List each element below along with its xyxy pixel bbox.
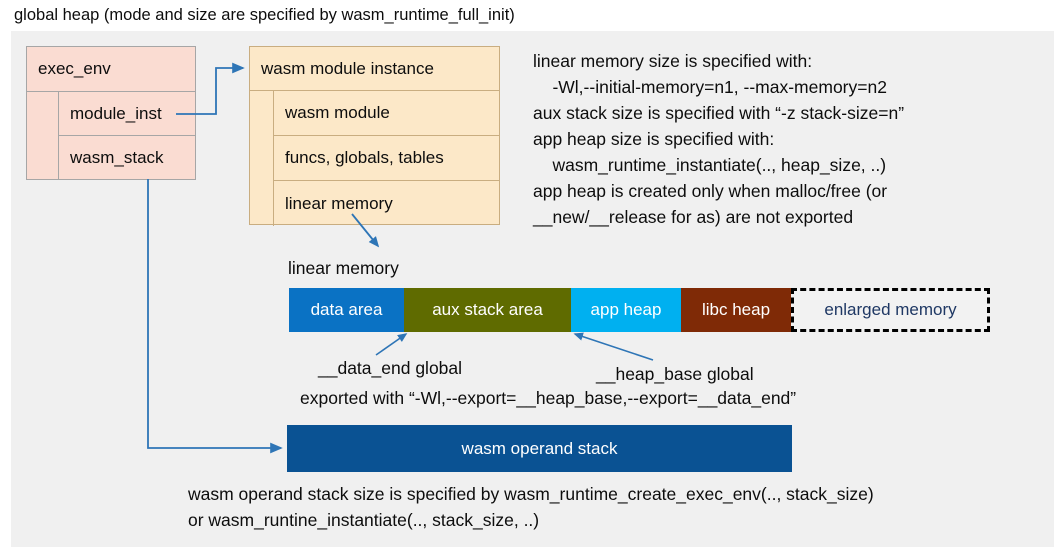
indent-spacer	[250, 136, 274, 181]
module-instance-field-linear-memory: linear memory	[250, 181, 499, 226]
exec-env-header: exec_env	[27, 47, 195, 92]
exec-env-field-module-inst: module_inst	[27, 92, 195, 136]
memory-segment-label: aux stack area	[432, 300, 543, 319]
exec-env-field-wasm-stack: wasm_stack	[27, 136, 195, 180]
memory-segment-libc-heap: libc heap	[681, 288, 791, 332]
memory-segment-label: app heap	[590, 300, 662, 319]
indent-spacer	[27, 92, 59, 136]
annotation-exported-with: exported with “-Wl,--export=__heap_base,…	[300, 388, 797, 408]
page-title: global heap (mode and size are specified…	[14, 6, 515, 24]
module-instance-field-wasm-module: wasm module	[250, 91, 499, 136]
wasm-operand-stack-label: wasm operand stack	[461, 438, 618, 458]
indent-spacer	[27, 136, 59, 180]
linear-memory-bar: data area aux stack area app heap libc heap…	[289, 288, 990, 332]
memory-segment-data-area: data area	[289, 288, 404, 332]
operand-stack-note: wasm operand stack size is specified by …	[188, 484, 874, 530]
module-instance-field-funcs-globals-tables: funcs, globals, tables	[250, 136, 499, 181]
module-instance-header: wasm module instance	[250, 47, 499, 91]
module-instance-field-label: wasm module	[274, 91, 499, 136]
exec-env-box: exec_env module_inst wasm_stack	[26, 46, 196, 180]
annotation-heap-base: __heap_base global	[596, 364, 754, 384]
annotation-data-end: __data_end global	[318, 358, 463, 378]
memory-segment-aux-stack-area: aux stack area	[404, 288, 571, 332]
indent-spacer	[250, 181, 274, 226]
linear-memory-label: linear memory	[288, 258, 399, 278]
memory-segment-label: enlarged memory	[824, 300, 957, 319]
module-instance-field-label: linear memory	[285, 193, 393, 213]
memory-segment-label: data area	[310, 300, 383, 319]
module-instance-field-label: funcs, globals, tables	[274, 136, 499, 181]
wasm-module-instance-box: wasm module instance wasm module funcs, …	[249, 46, 500, 226]
linear-memory-notes: linear memory size is specified with: -W…	[533, 51, 905, 227]
exec-env-field-label: module_inst	[59, 92, 195, 136]
indent-spacer	[250, 91, 274, 136]
exec-env-field-label: wasm_stack	[70, 148, 164, 167]
memory-segment-enlarged-memory: enlarged memory	[791, 288, 990, 332]
memory-segment-app-heap: app heap	[571, 288, 681, 332]
memory-segment-label: libc heap	[701, 300, 771, 319]
wasm-operand-stack-box: wasm operand stack	[287, 425, 792, 472]
